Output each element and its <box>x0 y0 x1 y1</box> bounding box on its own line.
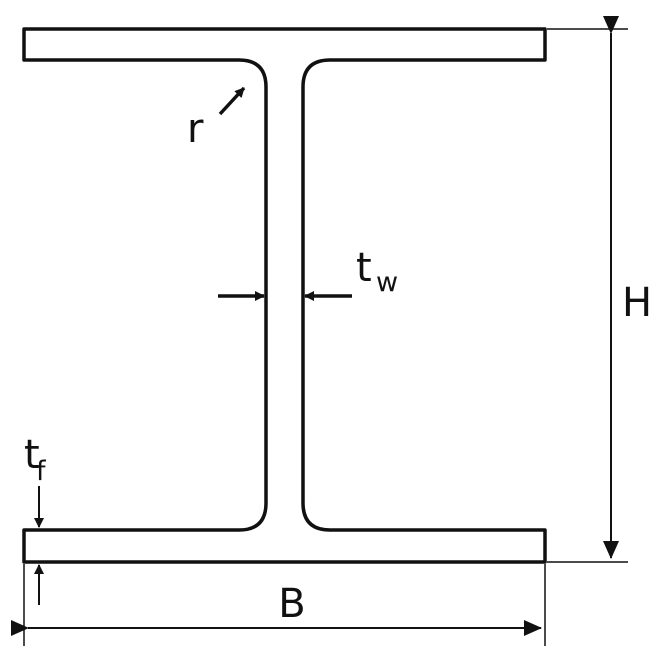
radius-label: r <box>187 106 204 152</box>
flange-thickness-subscript: f <box>36 456 47 487</box>
i-beam-outline <box>22 27 547 564</box>
radius-arrow <box>218 86 246 116</box>
width-label: B <box>278 581 305 627</box>
web-thickness-label: t <box>356 245 372 291</box>
flange-thickness-label: t <box>24 432 40 478</box>
web-thickness-subscript: w <box>376 267 398 298</box>
height-label: H <box>622 280 652 326</box>
